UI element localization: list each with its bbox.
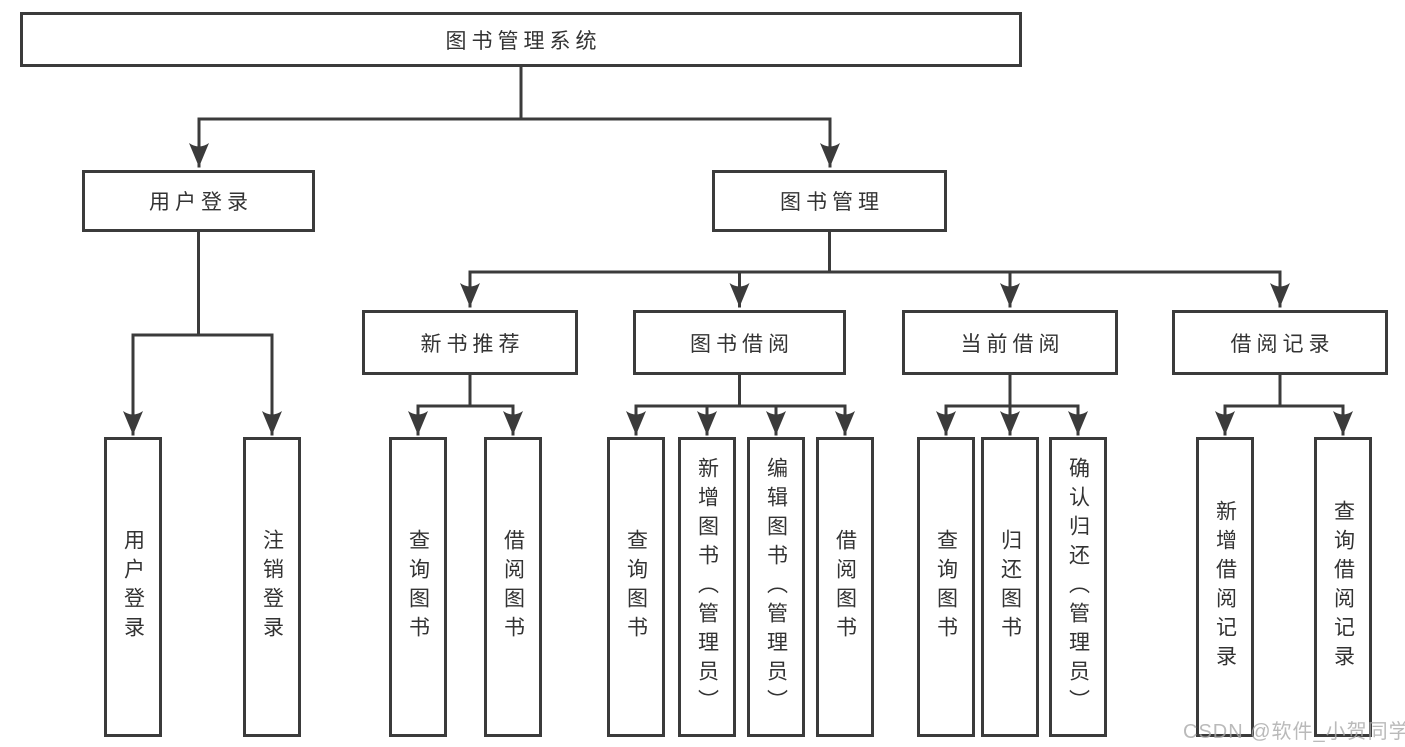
- leaf-query-book-borrow: 查询图书: [607, 437, 665, 737]
- leaf-logout-label: 注销登录: [260, 529, 284, 645]
- leaf-borrow-book-borrow-label: 借阅图书: [833, 529, 857, 645]
- node-root-label: 图书管理系统: [445, 29, 602, 53]
- leaf-user-login: 用户登录: [104, 437, 162, 737]
- node-root-library-system: 图书管理系统: [20, 12, 1022, 67]
- leaf-query-book-recommend-label: 查询图书: [406, 529, 430, 645]
- leaf-add-book-admin: 新增图书（管理员）: [678, 437, 736, 737]
- leaf-borrow-book-recommend: 借阅图书: [484, 437, 542, 737]
- leaf-add-borrow-record-label: 新增借阅记录: [1213, 500, 1237, 674]
- connector-trunks: [131, 65, 1345, 408]
- node-current-borrow-label: 当前借阅: [960, 332, 1065, 356]
- leaf-add-book-admin-label: 新增图书（管理员）: [695, 456, 719, 718]
- node-user-login: 用户登录: [82, 170, 315, 232]
- leaf-query-borrow-record: 查询借阅记录: [1314, 437, 1372, 737]
- node-book-borrow: 图书借阅: [633, 310, 846, 375]
- leaf-query-borrow-record-label: 查询借阅记录: [1331, 500, 1355, 674]
- connector-arrows: [123, 117, 1353, 436]
- node-new-book-recommend-label: 新书推荐: [420, 332, 525, 356]
- leaf-return-book: 归还图书: [981, 437, 1039, 737]
- leaf-confirm-return-admin: 确认归还（管理员）: [1049, 437, 1107, 737]
- node-book-management-label: 图书管理: [780, 191, 884, 214]
- leaf-confirm-return-admin-label: 确认归还（管理员）: [1066, 456, 1090, 718]
- node-user-login-label: 用户登录: [149, 191, 253, 214]
- leaf-edit-book-admin: 编辑图书（管理员）: [747, 437, 805, 737]
- node-book-management: 图书管理: [712, 170, 947, 232]
- node-borrow-record-label: 借阅记录: [1230, 332, 1335, 356]
- leaf-add-borrow-record: 新增借阅记录: [1196, 437, 1254, 737]
- leaf-query-book-current-label: 查询图书: [934, 529, 958, 645]
- node-new-book-recommend: 新书推荐: [362, 310, 578, 375]
- leaf-return-book-label: 归还图书: [998, 529, 1022, 645]
- csdn-watermark: CSDN @软件_小贺同学: [1183, 721, 1405, 743]
- leaf-edit-book-admin-label: 编辑图书（管理员）: [764, 456, 788, 718]
- node-borrow-record: 借阅记录: [1172, 310, 1388, 375]
- node-current-borrow: 当前借阅: [902, 310, 1118, 375]
- leaf-borrow-book-recommend-label: 借阅图书: [501, 529, 525, 645]
- leaf-query-book-current: 查询图书: [917, 437, 975, 737]
- leaf-query-book-borrow-label: 查询图书: [624, 529, 648, 645]
- leaf-user-login-label: 用户登录: [121, 529, 145, 645]
- leaf-query-book-recommend: 查询图书: [389, 437, 447, 737]
- leaf-logout: 注销登录: [243, 437, 301, 737]
- leaf-borrow-book-borrow: 借阅图书: [816, 437, 874, 737]
- node-book-borrow-label: 图书借阅: [690, 332, 794, 356]
